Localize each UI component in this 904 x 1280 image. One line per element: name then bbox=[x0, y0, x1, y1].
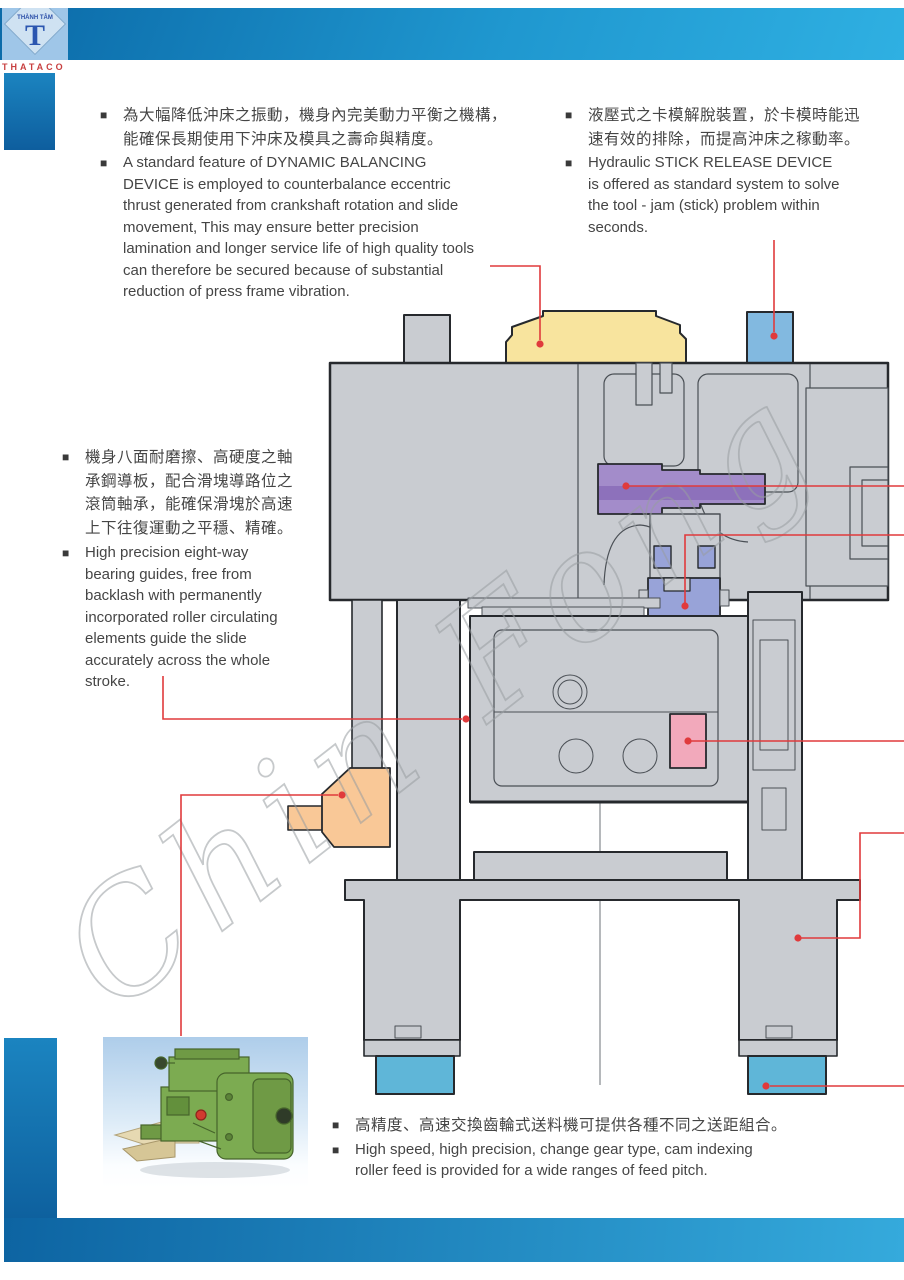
stick-release-en: Hydraulic STICK RELEASE DEVICE is offere… bbox=[588, 154, 840, 236]
bearing-guides-zh: 機身八面耐磨擦、高硬度之軸 承鋼導板，配合滑塊導路位之 滾筒軸承，能確保滑塊於高… bbox=[85, 449, 294, 537]
bullet-icon: ■ bbox=[565, 156, 573, 170]
bed bbox=[344, 879, 861, 1041]
roller-feed-photo bbox=[103, 1037, 308, 1188]
bullet-icon: ■ bbox=[332, 1118, 340, 1132]
slide-assembly bbox=[467, 597, 749, 804]
feed-mount-part bbox=[321, 767, 391, 848]
dynamic-balancer-part bbox=[505, 310, 687, 364]
stick-release-part bbox=[746, 311, 794, 365]
leader-lines bbox=[162, 240, 904, 1090]
logo-monogram: T bbox=[24, 19, 45, 52]
crown-top-stub bbox=[403, 314, 451, 366]
isolator-foot-left bbox=[375, 1055, 455, 1095]
bullet-icon: ■ bbox=[100, 108, 108, 122]
connection-tab-right bbox=[719, 589, 730, 607]
connection-notch bbox=[663, 577, 691, 592]
bullet-icon: ■ bbox=[332, 1142, 340, 1157]
dynamic-balancing-zh: 為大幅降低沖床之振動，機身內完美動力平衡之機構， 能確保長期使用下沖床及模具之壽… bbox=[123, 107, 508, 148]
crankshaft-journal bbox=[599, 486, 764, 500]
bullet-icon: ■ bbox=[100, 156, 108, 170]
leader-feed-mount bbox=[180, 794, 338, 1036]
leader-balancer bbox=[490, 265, 541, 340]
roller-feed-photo-illustration bbox=[113, 1048, 294, 1178]
feed-machine bbox=[140, 1048, 294, 1160]
photo-shadow bbox=[140, 1162, 290, 1178]
bed-tab-left bbox=[394, 1025, 422, 1039]
bullet-icon: ■ bbox=[565, 108, 573, 122]
company-logo: THÀNH TÂM T THATACO bbox=[2, 8, 82, 72]
connection-cap-left bbox=[653, 545, 672, 569]
right-column bbox=[747, 591, 803, 883]
leader-frame bbox=[798, 832, 904, 939]
connection-cap-right bbox=[697, 545, 716, 569]
section-bearing-guides: ■ 機身八面耐磨擦、高硬度之軸 承鋼導板，配合滑塊導路位之 滾筒軸承，能確保滑塊… bbox=[62, 446, 318, 693]
logo-arc-text: THÀNH TÂM bbox=[17, 15, 53, 21]
bullet-icon: ■ bbox=[62, 450, 70, 464]
dynamic-balancing-en: A standard feature of DYNAMIC BALANCING … bbox=[123, 154, 475, 300]
left-gib bbox=[351, 599, 383, 777]
bottom-footer-bar bbox=[4, 1218, 904, 1262]
section-dynamic-balancing: ■ 為大幅降低沖床之振動，機身內完美動力平衡之機構， 能確保長期使用下沖床及模具… bbox=[100, 104, 550, 303]
left-column bbox=[396, 599, 461, 883]
bullet-icon: ■ bbox=[62, 546, 70, 560]
bolster bbox=[473, 851, 728, 883]
roller-feed-en: High speed, high precision, change gear … bbox=[355, 1140, 753, 1180]
bearing-guides-en: High precision eight-way bearing guides,… bbox=[85, 544, 278, 690]
crown-details bbox=[577, 362, 889, 599]
leader-connection bbox=[684, 534, 904, 604]
foot-plate-right bbox=[738, 1039, 838, 1057]
logo-square: THÀNH TÂM T bbox=[2, 8, 68, 60]
logo-wordmark: THATACO bbox=[2, 62, 66, 72]
roller-feed-zh: 高精度、高速交換齒輪式送料機可提供各種不同之送距組合。 bbox=[355, 1117, 788, 1134]
machine-body bbox=[287, 310, 890, 1095]
isolator-foot-right bbox=[747, 1055, 827, 1095]
stick-release-zh: 液壓式之卡模解脫裝置，於卡模時能迅 速有效的排除，而提高沖床之稼動率。 bbox=[588, 107, 861, 148]
bed-tab-right bbox=[765, 1025, 793, 1039]
leader-guides bbox=[162, 676, 462, 720]
top-header-bar bbox=[0, 8, 904, 60]
foot-plate-left bbox=[363, 1039, 461, 1057]
section-stick-release: ■ 液壓式之卡模解脫裝置，於卡模時能迅 速有效的排除，而提高沖床之稼動率。 ■ … bbox=[565, 104, 895, 238]
left-accent-bar-top bbox=[4, 73, 55, 150]
section-roller-feed: ■ 高精度、高速交換齒輪式送料機可提供各種不同之送距組合。 ■ High spe… bbox=[332, 1114, 832, 1182]
